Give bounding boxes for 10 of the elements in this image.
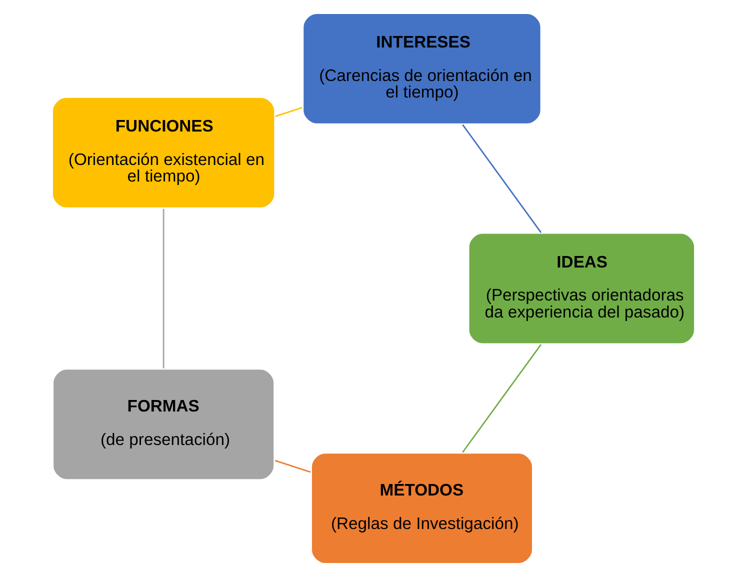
node-box: IDEAS (Perspectivas orientadoras da experiencia del pasado)	[466, 231, 696, 346]
node-box: MÉTODOS (Reglas de Investigación)	[310, 451, 534, 566]
connector	[274, 460, 311, 473]
node-box: FUNCIONES (Orientación existencial en el tiempo)	[50, 96, 277, 210]
connector	[462, 124, 542, 233]
node-box: FORMAS (de presentación)	[51, 367, 276, 482]
connector	[162, 209, 164, 368]
node-box: INTERESES (Carencias de orientación en el tiempo)	[301, 12, 543, 126]
connector	[275, 106, 302, 117]
connector	[462, 344, 542, 453]
